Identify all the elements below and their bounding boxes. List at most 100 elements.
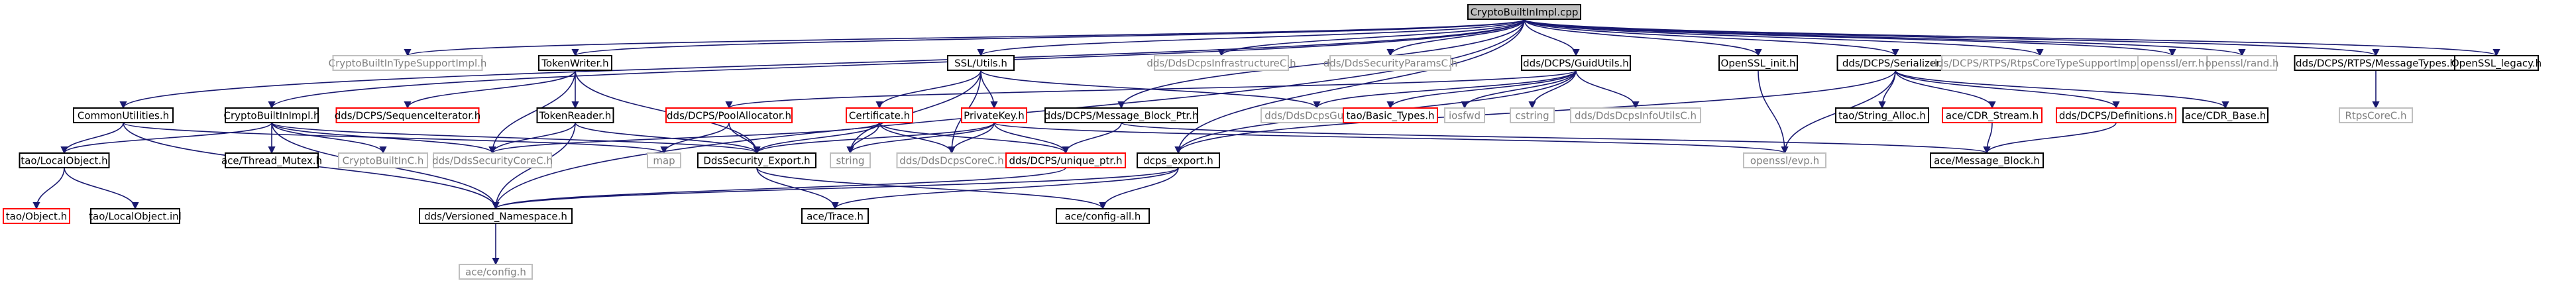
node-map[interactable]: map — [647, 152, 681, 168]
node-local-object-inl[interactable]: tao/LocalObject.inl — [89, 208, 182, 224]
node-box — [338, 152, 428, 168]
node-cdr-stream[interactable]: ace/CDR_Stream.h — [1942, 107, 2043, 123]
node-label: iosfwd — [1449, 110, 1481, 122]
node-label: DdsSecurity_Export.h — [703, 155, 810, 168]
node-string[interactable]: string — [830, 152, 871, 168]
node-box — [1942, 107, 2043, 123]
node-label: OpenSSL_init.h — [1721, 58, 1796, 70]
node-unique-ptr[interactable]: dds/DCPS/unique_ptr.h — [1005, 152, 1126, 168]
node-box — [1570, 107, 1701, 123]
node-box — [225, 152, 319, 168]
node-box — [1056, 208, 1150, 224]
edge-dcps-export-to-versioned-namespace — [492, 167, 1179, 210]
node-certificate[interactable]: Certificate.h — [846, 107, 913, 123]
node-label: ace/CDR_Stream.h — [1946, 110, 2039, 123]
node-message-block[interactable]: ace/Message_Block.h — [1930, 152, 2044, 168]
node-private-key[interactable]: PrivateKey.h — [961, 107, 1027, 123]
node-box — [2207, 55, 2277, 71]
node-message-block-ptr[interactable]: dds/DCPS/Message_Block_Ptr.h — [1044, 107, 1199, 123]
node-rtps-core-c[interactable]: RtpsCoreC.h — [2339, 107, 2413, 123]
edge-root-to-openssl-legacy — [1524, 19, 2500, 57]
node-token-reader[interactable]: TokenReader.h — [536, 107, 614, 123]
node-ace-trace[interactable]: ace/Trace.h — [801, 208, 869, 224]
node-label: dds/DCPS/unique_ptr.h — [1009, 155, 1123, 168]
node-label: tao/Object.h — [6, 211, 67, 223]
node-config-all[interactable]: ace/config-all.h — [1056, 208, 1150, 224]
node-openssl-legacy[interactable]: OpenSSL_legacy.h — [2451, 55, 2542, 71]
node-versioned-namespace[interactable]: dds/Versioned_Namespace.h — [419, 208, 573, 224]
edge-root-to-ssl-utils — [977, 19, 1525, 57]
node-common-utilities[interactable]: CommonUtilities.h — [73, 107, 174, 123]
node-box — [697, 152, 816, 168]
node-security-params-c[interactable]: dds/DdsSecurityParamsC.h — [1323, 55, 1458, 71]
node-label: TokenReader.h — [539, 110, 612, 122]
node-box — [961, 107, 1027, 123]
node-label: CommonUtilities.h — [78, 110, 169, 122]
node-ace-config[interactable]: ace/config.h — [459, 264, 533, 280]
edge-private-key-to-unique-ptr — [993, 122, 1070, 154]
node-box — [947, 55, 1015, 71]
edge-root-to-security-params-c — [1386, 19, 1525, 57]
node-label: CryptoBuiltInImpl.h — [223, 110, 319, 122]
node-box — [1444, 107, 1485, 123]
node-box — [1343, 107, 1438, 123]
node-token-writer[interactable]: TokenWriter.h — [538, 55, 612, 71]
node-iosfwd[interactable]: iosfwd — [1444, 107, 1485, 123]
node-label: dds/DdsDcpsInfrastructureC.h — [1147, 58, 1296, 70]
node-message-types[interactable]: dds/DCPS/RTPS/MessageTypes.h — [2294, 55, 2458, 71]
node-label: ace/Trace.h — [807, 211, 864, 223]
node-crypto-builtin-c[interactable]: CryptoBuiltInC.h — [338, 152, 428, 168]
edge-token-writer-to-security-core-c — [488, 70, 576, 154]
node-dds-security-export[interactable]: DdsSecurity_Export.h — [697, 152, 816, 168]
node-definitions[interactable]: dds/DCPS/Definitions.h — [2056, 107, 2176, 123]
node-box — [19, 152, 110, 168]
edge-root-to-common-utilities — [119, 19, 1525, 109]
node-sequence-iterator[interactable]: dds/DCPS/SequenceIterator.h — [335, 107, 481, 123]
edge-root-to-serializer — [1524, 19, 1899, 57]
edge-unique-ptr-to-versioned-namespace — [492, 167, 1066, 210]
node-cdr-base[interactable]: ace/CDR_Base.h — [2182, 107, 2268, 123]
node-label: dds/Versioned_Namespace.h — [424, 211, 567, 223]
node-string-alloc[interactable]: tao/String_Alloc.h — [1835, 107, 1929, 123]
edge-guid-utils-to-iosfwd — [1461, 70, 1577, 109]
node-basic-types[interactable]: tao/Basic_Types.h — [1343, 107, 1438, 123]
edge-common-utilities-to-map — [123, 122, 668, 154]
node-thread-mutex[interactable]: ace/Thread_Mutex.h — [221, 152, 322, 168]
node-box — [1718, 55, 1798, 71]
node-pool-allocator[interactable]: dds/DCPS/PoolAllocator.h — [665, 107, 793, 123]
node-box — [2182, 107, 2268, 123]
node-ssl-utils[interactable]: SSL/Utils.h — [947, 55, 1015, 71]
node-box — [1005, 152, 1126, 168]
node-label: dds/DCPS/Message_Block_Ptr.h — [1044, 110, 1199, 123]
node-root[interactable]: CryptoBuiltInImpl.cpp — [1467, 4, 1581, 20]
edge-dcps-export-to-ace-trace — [831, 167, 1179, 210]
node-label: RtpsCoreC.h — [2345, 110, 2406, 122]
node-cstring[interactable]: cstring — [1510, 107, 1555, 123]
node-openssl-init[interactable]: OpenSSL_init.h — [1718, 55, 1798, 71]
node-local-object-h[interactable]: tao/LocalObject.h — [19, 152, 110, 168]
nodes: CryptoBuiltInImpl.cppCryptoBuiltInTypeSu… — [3, 4, 2542, 280]
node-tao-object[interactable]: tao/Object.h — [3, 208, 70, 224]
node-label: ace/CDR_Base.h — [2185, 110, 2266, 123]
node-box — [1137, 152, 1220, 168]
node-box — [1743, 152, 1826, 168]
edge-message-block-ptr-to-unique-ptr — [1062, 122, 1122, 154]
node-crypto-type-support[interactable]: CryptoBuiltInTypeSupportImpl.h — [329, 55, 487, 71]
edge-token-writer-to-sequence-iterator — [404, 70, 576, 109]
node-box — [335, 107, 480, 123]
node-openssl-err[interactable]: openssl/err.h — [2137, 55, 2208, 71]
edge-local-object-h-to-tao-object — [32, 167, 65, 210]
node-dcps-info-utils-c[interactable]: dds/DdsDcpsInfoUtilsC.h — [1570, 107, 1701, 123]
node-dcps-infra-c[interactable]: dds/DdsDcpsInfrastructureC.h — [1147, 55, 1296, 71]
node-dcps-core-c[interactable]: dds/DdsDcpsCoreC.h — [896, 152, 1007, 168]
node-guid-utils[interactable]: dds/DCPS/GuidUtils.h — [1521, 55, 1631, 71]
node-openssl-rand[interactable]: openssl/rand.h — [2206, 55, 2279, 71]
node-openssl-evp[interactable]: openssl/evp.h — [1743, 152, 1826, 168]
edge-crypto-builtin-impl-h-to-crypto-builtin-c — [271, 122, 387, 154]
node-rtps-core-type-support[interactable]: dds/DCPS/RTPS/RtpsCoreTypeSupportImpl.h — [1931, 55, 2149, 71]
edge-root-to-openssl-err — [1524, 19, 2176, 57]
node-security-core-c[interactable]: dds/DdsSecurityCoreC.h — [432, 152, 553, 168]
node-dcps-export[interactable]: dcps_export.h — [1137, 152, 1220, 168]
node-crypto-builtin-impl-h[interactable]: CryptoBuiltInImpl.h — [223, 107, 320, 123]
edge-local-object-h-to-local-object-inl — [64, 167, 139, 210]
